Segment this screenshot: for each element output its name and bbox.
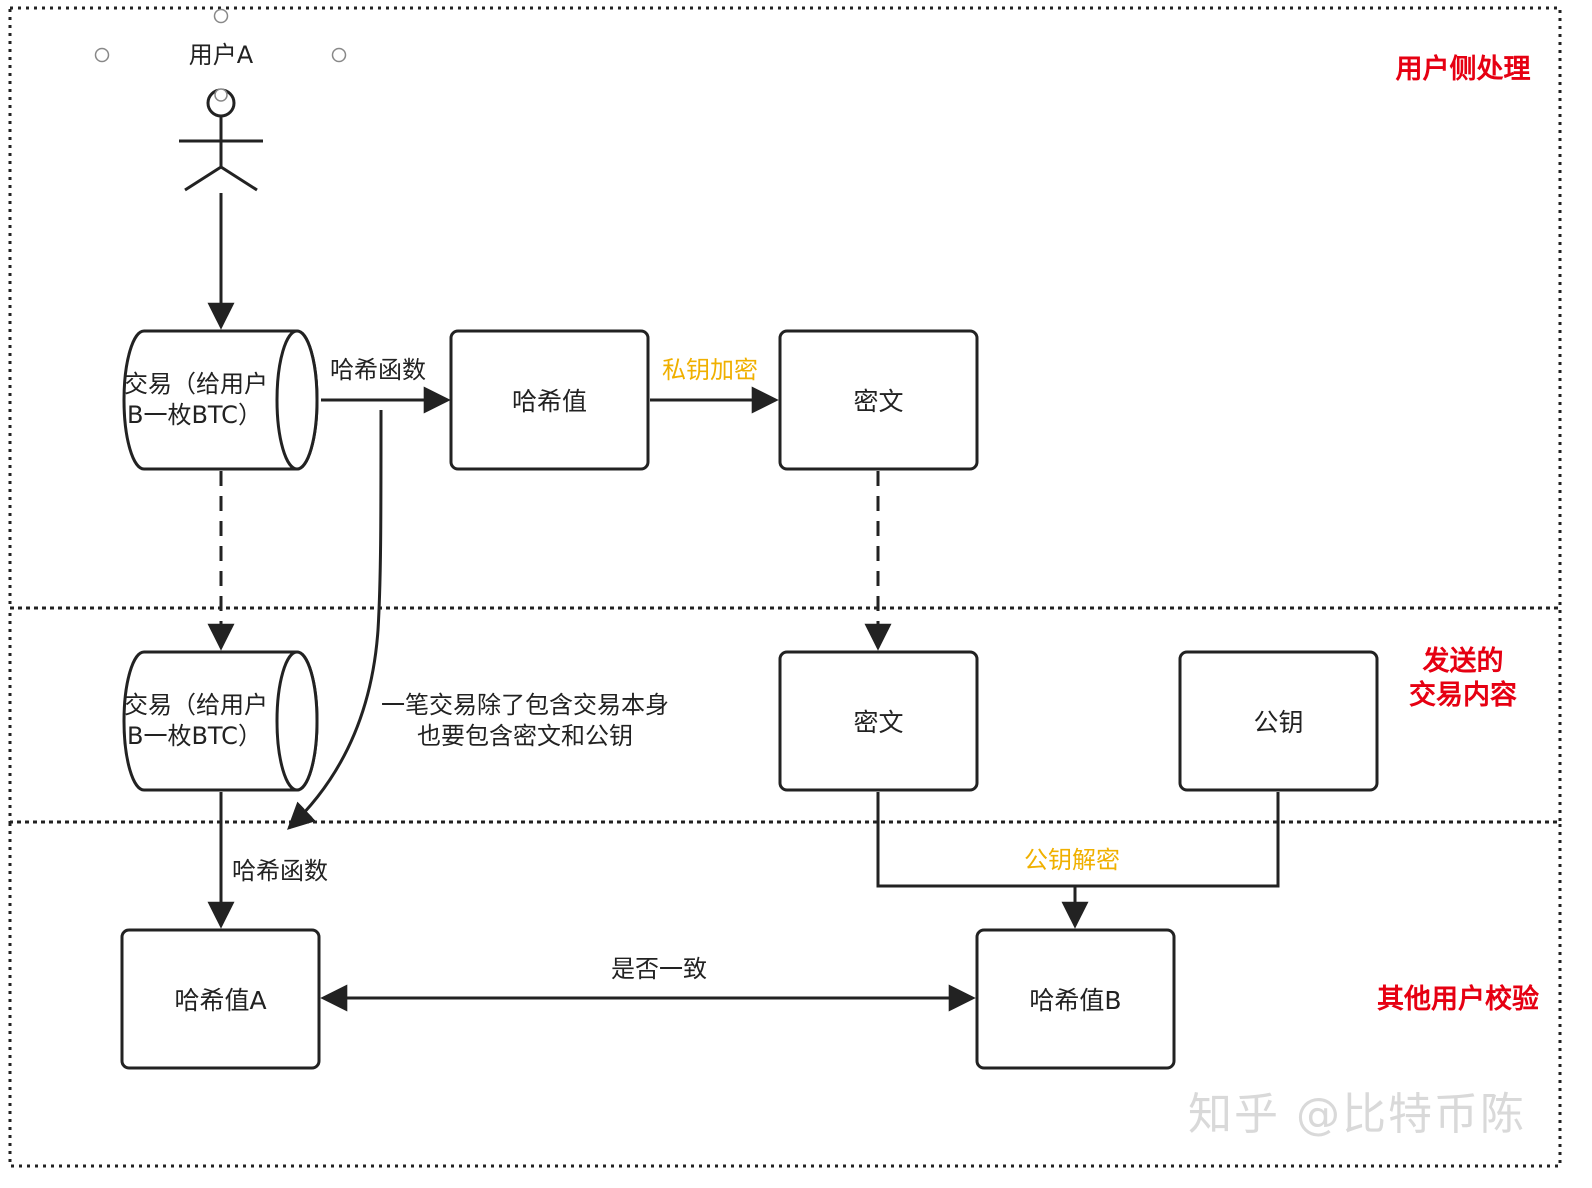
hash-b-box[interactable] [975, 928, 1176, 1070]
edge-label-hash-fn-bottom: 哈希函数 [232, 857, 328, 885]
zone-label-user-side: 用户侧处理 [1395, 54, 1531, 85]
zone-frame-verify [8, 820, 1562, 1168]
watermark: 知乎 @比特币陈 [1188, 1089, 1526, 1140]
tx-bottom-label-line2: B一枚BTC） [127, 722, 262, 750]
hash-a-box[interactable] [120, 928, 321, 1070]
hash-value-label: 哈希值 [511, 387, 587, 416]
zone-frame-user-side [8, 6, 1562, 610]
edge-label-note: 一笔交易除了包含交易本身 也要包含密文和公钥 [381, 691, 669, 750]
actor-user-a-figure [179, 88, 263, 192]
selection-handle[interactable] [213, 8, 229, 24]
edge-label-hash-fn-top: 哈希函数 [330, 356, 426, 384]
edge-curved-note [287, 409, 383, 830]
hash-a-label: 哈希值A [174, 986, 267, 1015]
tx-top-label-line1: 交易（给用户 [124, 370, 268, 398]
edge-decrypt-merge [876, 792, 1280, 888]
edge-label-public-key-decrypt: 公钥解密 [1024, 846, 1120, 874]
cipher-top-label: 密文 [853, 387, 904, 416]
selection-handle[interactable] [214, 88, 228, 102]
hash-b-label: 哈希值B [1029, 986, 1122, 1015]
hash-value-box[interactable] [449, 329, 650, 471]
selection-handle[interactable] [331, 47, 347, 63]
public-key-label: 公钥 [1253, 708, 1304, 737]
tx-bottom-cylinder[interactable] [122, 650, 319, 792]
actor-label: 用户A [188, 41, 254, 69]
public-key-box[interactable] [1178, 650, 1379, 792]
edge-label-private-key-encrypt: 私钥加密 [662, 356, 758, 384]
edge-label-consistent: 是否一致 [611, 955, 707, 983]
zone-label-sent-content: 发送的 交易内容 [1409, 646, 1517, 711]
tx-bottom-label-line1: 交易（给用户 [124, 691, 268, 719]
zone-frame-sent-content [8, 606, 1562, 824]
tx-top-cylinder[interactable] [122, 329, 319, 471]
cipher-top-box[interactable] [778, 329, 979, 471]
cipher-bottom-label: 密文 [853, 708, 904, 737]
selection-handle[interactable] [94, 47, 110, 63]
tx-top-label-line2: B一枚BTC） [127, 401, 262, 429]
zone-label-verify: 其他用户校验 [1377, 984, 1539, 1015]
cipher-bottom-box[interactable] [778, 650, 979, 792]
